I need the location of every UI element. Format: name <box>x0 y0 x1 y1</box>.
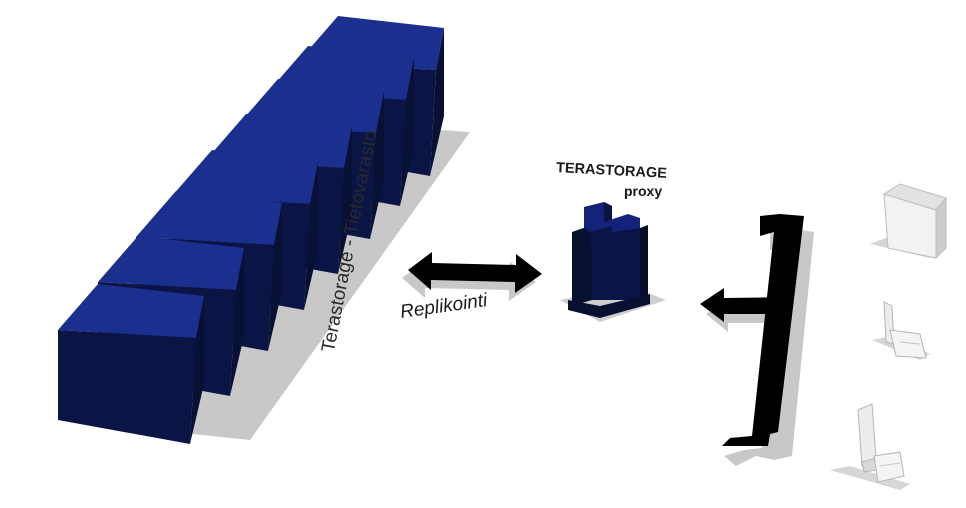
server-block-icon <box>58 284 204 444</box>
network-bus-icon <box>722 214 814 466</box>
proxy-server-icon <box>560 202 666 322</box>
printer-icon <box>870 183 947 260</box>
storage-array <box>58 16 470 444</box>
desktop-computer-icon <box>830 403 910 490</box>
replication-arrow-icon <box>402 252 542 301</box>
laptop-icon <box>872 301 930 360</box>
proxy-subtitle: proxy <box>624 183 663 199</box>
